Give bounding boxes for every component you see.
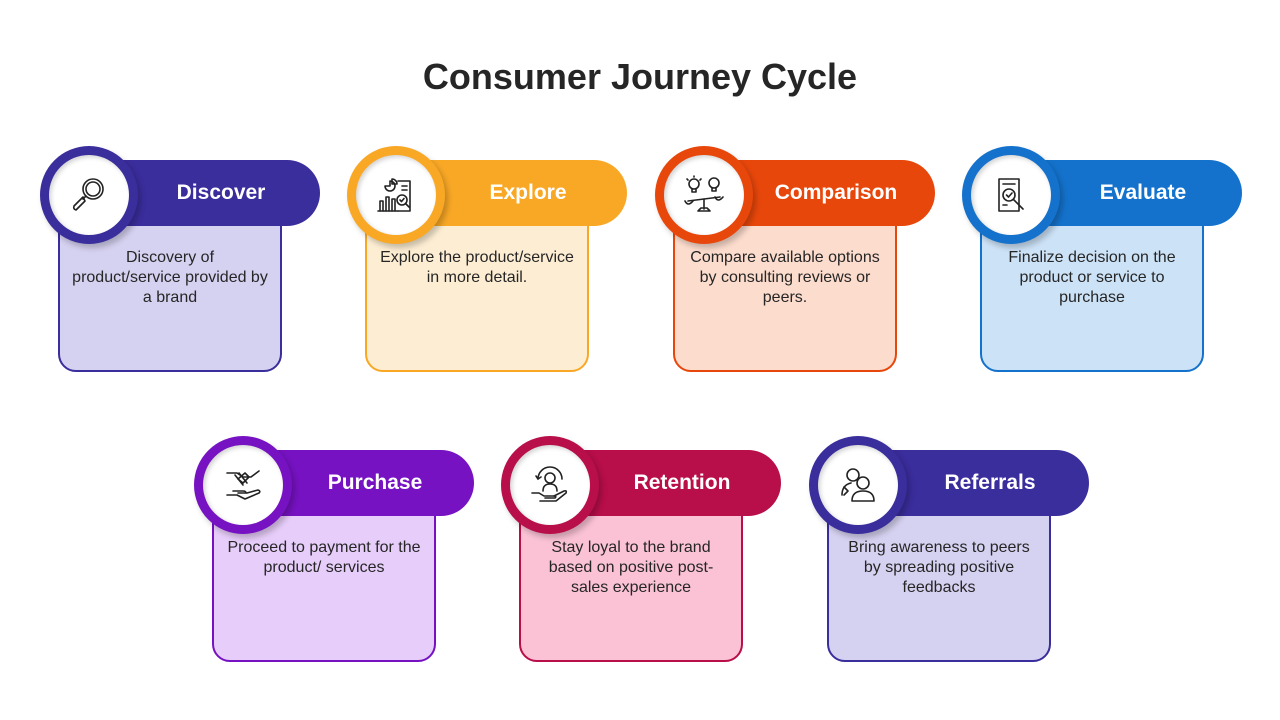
step-card-purchase: Proceed to payment for the product/ serv… <box>194 436 476 662</box>
people-share-icon <box>841 468 875 502</box>
step-body: Explore the product/service in more deta… <box>365 202 589 372</box>
document-check-icon <box>998 178 1024 212</box>
analytics-report-icon <box>377 178 411 212</box>
step-icon-badge <box>194 436 292 534</box>
page-title: Consumer Journey Cycle <box>422 56 858 97</box>
step-icon-badge <box>347 146 445 244</box>
step-label: Explore <box>489 181 567 204</box>
step-description: Finalize decision on the product or serv… <box>1008 249 1176 306</box>
payment-handshake-icon <box>226 470 261 500</box>
step-body: Bring awareness to peers by spreading po… <box>827 492 1051 662</box>
balance-ideas-icon <box>684 175 724 212</box>
step-label: Retention <box>633 471 731 494</box>
step-label: Discover <box>176 181 266 204</box>
step-card-referrals: Bring awareness to peers by spreading po… <box>809 436 1091 662</box>
step-label: Evaluate <box>1099 181 1187 204</box>
step-icon-badge <box>809 436 907 534</box>
step-description: Explore the product/service in more deta… <box>380 249 574 286</box>
step-card-evaluate: Finalize decision on the product or serv… <box>962 146 1244 372</box>
step-card-retention: Stay loyal to the brand based on positiv… <box>501 436 783 662</box>
step-description: Proceed to payment for the product/ serv… <box>227 539 421 576</box>
step-card-discover: Discovery of product/service provided by… <box>40 146 322 372</box>
step-card-explore: Explore the product/service in more deta… <box>347 146 629 372</box>
magnifier-icon <box>72 178 104 211</box>
step-description: Bring awareness to peers by spreading po… <box>848 539 1030 596</box>
step-icon-badge <box>655 146 753 244</box>
step-label: Referrals <box>944 471 1036 494</box>
step-icon-badge <box>501 436 599 534</box>
step-icon-badge <box>40 146 138 244</box>
step-description: Stay loyal to the brand based on positiv… <box>548 539 714 596</box>
step-label: Comparison <box>774 181 898 204</box>
step-icon-badge <box>962 146 1060 244</box>
step-card-comparison: Compare available options by consulting … <box>655 146 937 372</box>
step-label: Purchase <box>327 471 423 494</box>
step-description: Discovery of product/service provided by… <box>72 249 268 306</box>
customer-care-icon <box>531 466 568 502</box>
step-description: Compare available options by consulting … <box>690 249 880 306</box>
